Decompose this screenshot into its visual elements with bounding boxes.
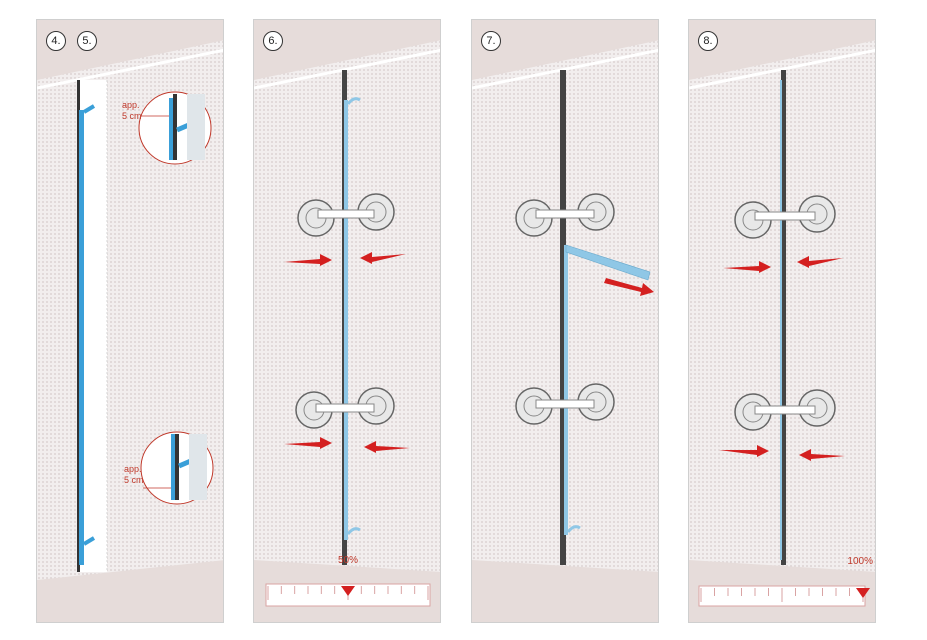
step-number-badge: 4. — [46, 31, 66, 51]
step-6-illustration — [254, 20, 440, 622]
ceiling-line — [689, 48, 875, 90]
magnifier-circle-icon — [140, 431, 214, 505]
push-arrow-icon — [723, 261, 771, 273]
step-4-5-illustration — [37, 20, 223, 622]
ceiling-band — [37, 20, 223, 80]
magnifier-circle-icon — [138, 91, 212, 165]
ceiling-line — [254, 48, 440, 90]
glass-edge — [560, 70, 566, 565]
push-arrow-icon — [360, 252, 406, 264]
suction-cup-icon — [295, 387, 395, 429]
wall-profile — [77, 80, 80, 572]
callout-line: 5 cm — [122, 111, 142, 121]
progress-marker-icon — [341, 586, 355, 596]
step-8-illustration — [689, 20, 875, 622]
progress-marker-icon — [856, 588, 870, 598]
step-panel-6: 6. 50% — [253, 19, 441, 623]
seal-strip-bottom-lip — [566, 525, 581, 533]
callout-line: app. — [124, 464, 142, 474]
push-arrow-icon — [799, 449, 845, 461]
suction-cup-icon — [297, 193, 395, 237]
seal-strip-bottom-lip — [82, 536, 96, 546]
seal-strip — [344, 100, 348, 540]
step-number-badge: 8. — [698, 31, 718, 51]
push-arrow-icon — [284, 437, 332, 449]
seal-strip-installed — [780, 80, 782, 560]
step-7-illustration — [472, 20, 658, 622]
ceiling-band — [689, 20, 875, 80]
push-arrow-icon — [284, 254, 332, 266]
floor-band — [472, 560, 658, 622]
progress-scale — [698, 585, 870, 607]
callout-line: 5 cm — [124, 475, 144, 485]
callout-line: app. — [122, 100, 140, 110]
distance-callout: app. 5 cm — [124, 464, 144, 486]
step-number-badge: 6. — [263, 31, 283, 51]
progress-scale — [265, 583, 431, 607]
step-number-badge: 7. — [481, 31, 501, 51]
floor-band — [37, 560, 223, 622]
push-arrow-icon — [719, 445, 769, 457]
suction-cup-icon — [734, 195, 836, 239]
step-panel-7: 7. — [471, 19, 659, 623]
glass-edge — [781, 70, 786, 565]
seal-strip-peeling — [565, 244, 651, 281]
ceiling-line — [472, 48, 658, 90]
step-panel-4-5: 4. 5. app. 5 cm app. 5 cm — [36, 19, 224, 623]
seal-strip-top-lip — [82, 104, 96, 114]
ceiling-band — [254, 20, 440, 80]
suction-cup-icon — [515, 383, 615, 425]
seal-strip-top-lip — [346, 97, 361, 105]
suction-cup-icon — [734, 389, 836, 431]
ceiling-band — [472, 20, 658, 80]
seal-strip — [564, 245, 568, 535]
push-arrow-icon — [364, 441, 410, 453]
seal-strip-bottom-lip — [346, 527, 361, 535]
progress-label: 100% — [847, 556, 873, 567]
step-number-badge: 5. — [77, 31, 97, 51]
seal-strip — [79, 110, 84, 565]
suction-cup-icon — [515, 193, 615, 237]
distance-callout: app. 5 cm — [122, 100, 142, 122]
push-arrow-icon — [604, 278, 654, 296]
ceiling-line — [37, 48, 223, 90]
progress-label: 50% — [337, 555, 358, 566]
step-panel-8: 8. 100% — [688, 19, 876, 623]
push-arrow-icon — [797, 256, 843, 268]
